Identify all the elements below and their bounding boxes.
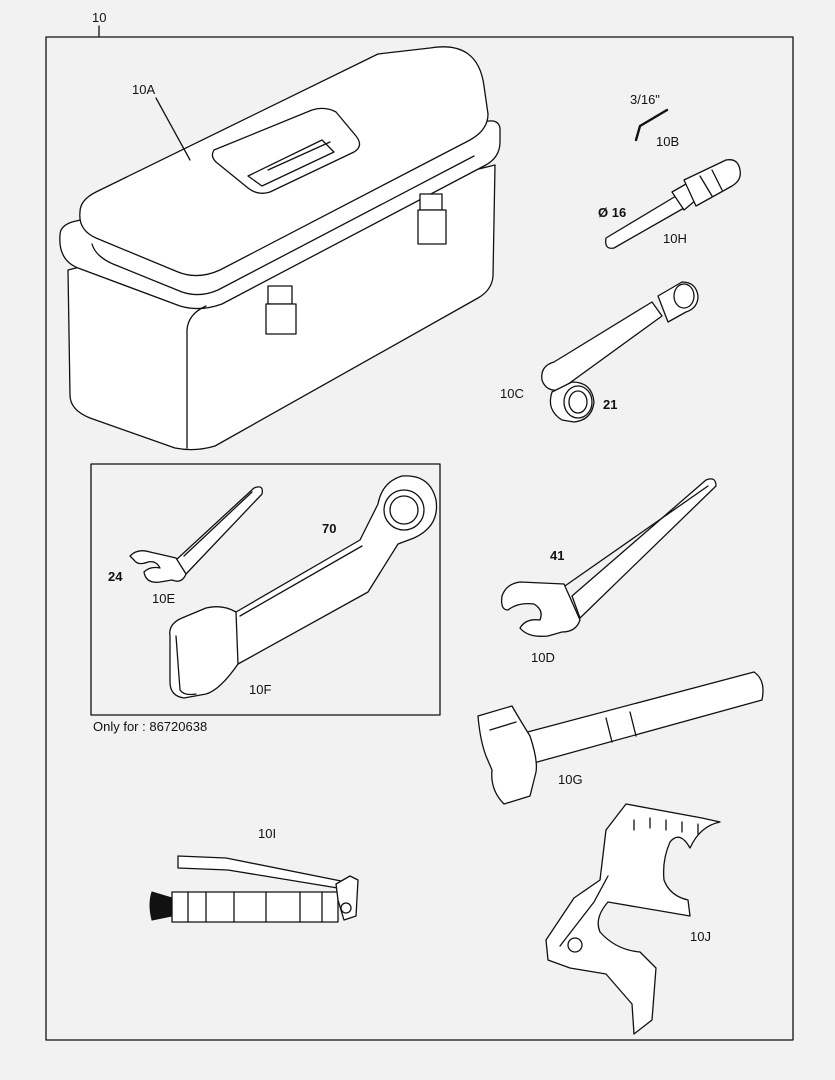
hex-key-label: 10B [656,134,680,149]
drift-pin-label: 10H [663,231,687,246]
small-wrench-label: 10E [152,591,176,606]
drift-pin-size-label: Ø 16 [598,205,627,220]
ring-wrench-size-label: 70 [322,521,337,536]
ring-wrench-drawing [169,475,438,699]
hook-spanner-label: 10J [690,929,711,944]
hex-key-drawing [634,108,669,142]
socket-wrench-label: 10C [500,386,524,401]
hex-key-size-label: 3/16" [630,92,660,107]
large-wrench-label: 10D [531,650,555,665]
footnote-label: Only for : 86720638 [93,719,208,734]
hammer-label: 10G [558,772,583,787]
toolbox-drawing [59,46,501,451]
grease-gun-drawing [149,855,359,923]
drift-pin-drawing [605,159,741,249]
socket-wrench-size-label: 21 [603,397,618,412]
ring-wrench-label: 10F [249,682,272,697]
small-wrench-size-label: 24 [108,569,123,584]
large-wrench-size-label: 41 [550,548,565,563]
socket-wrench-drawing [541,281,699,423]
hammer-drawing [477,671,764,805]
toolbox-leader-line [155,97,191,161]
hook-spanner-drawing [545,803,721,1035]
large-wrench-drawing [500,478,717,637]
optional-parts-frame [90,463,441,716]
assembly-number-label: 10 [92,10,107,25]
grease-gun-label: 10I [258,826,277,841]
toolbox-label: 10A [132,82,156,97]
small-wrench-drawing [129,486,263,583]
assembly-frame [45,36,794,1041]
